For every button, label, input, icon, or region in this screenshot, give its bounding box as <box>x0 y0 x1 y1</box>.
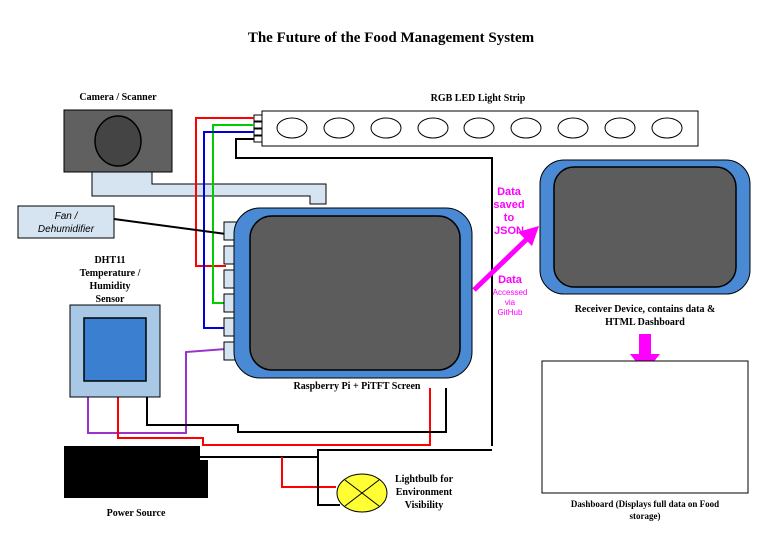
dashboard-arrow-shaft <box>639 334 651 354</box>
led-strip-leds <box>276 117 683 139</box>
wire-black-power <box>200 449 492 458</box>
accessed-line2: Accessed <box>493 288 528 297</box>
fan-box <box>17 205 115 239</box>
wire-black-sensor <box>146 388 447 433</box>
led-7-icon <box>557 117 589 139</box>
pi-screen <box>249 215 461 371</box>
dht-label-line3: Humidity <box>89 281 130 292</box>
bulb-label-line2: Environment <box>396 487 453 498</box>
wire-fan <box>113 218 227 235</box>
dht-label-line2: Temperature / <box>80 268 141 279</box>
receiver-label-line1: Receiver Device, contains data & <box>575 304 716 315</box>
data-arrow-icon <box>518 226 539 246</box>
led-strip-label: RGB LED Light Strip <box>431 93 526 104</box>
led-9-icon <box>651 117 683 139</box>
camera-lens-icon <box>94 115 142 167</box>
wire-green-led <box>212 124 254 304</box>
saved-line4: JSON <box>494 225 524 237</box>
dashboard-label-line2: storage) <box>630 511 661 521</box>
dashboard-box <box>541 360 749 494</box>
bulb-label-line3: Visibility <box>405 500 444 511</box>
dht-label-line1: DHT11 <box>94 255 125 266</box>
receiver-screen <box>553 166 737 288</box>
accessed-line1: Data <box>498 274 523 286</box>
wire-black-led <box>235 138 493 446</box>
led-6-icon <box>510 117 542 139</box>
saved-line2: saved <box>493 199 524 211</box>
power-source <box>64 446 208 498</box>
led-5-icon <box>463 117 495 139</box>
data-arrow-shaft <box>472 236 530 292</box>
led-2-icon <box>323 117 355 139</box>
wire-red-led <box>195 117 254 267</box>
camera-label: Camera / Scanner <box>79 92 157 103</box>
wire-purple-sensor <box>87 348 227 434</box>
mounting-bracket <box>91 171 327 205</box>
fan-label-line2: Dehumidifier <box>38 224 95 235</box>
fan-label-line1: Fan / <box>55 211 79 222</box>
power-label: Power Source <box>107 508 166 519</box>
dht-label-line4: Sensor <box>96 294 125 305</box>
wire-blue-led <box>203 131 254 329</box>
saved-line1: Data <box>497 186 522 198</box>
lightbulb-cross-b <box>344 479 380 507</box>
led-strip-pins <box>253 114 263 143</box>
led-4-icon <box>417 117 449 139</box>
dht-sensor-face <box>83 317 147 382</box>
pi-label: Raspberry Pi + PiTFT Screen <box>294 381 421 392</box>
dashboard-label-line1: Dashboard (Displays full data on Food <box>571 499 719 509</box>
wire-black-bulb <box>317 457 340 506</box>
led-8-icon <box>604 117 636 139</box>
wiring <box>87 117 493 506</box>
wire-red-sensor <box>117 388 431 446</box>
wire-red-bulb <box>281 457 336 488</box>
accessed-line4: GitHub <box>498 308 523 317</box>
led-1-icon <box>276 117 308 139</box>
saved-line3: to <box>504 212 515 224</box>
diagram-title: The Future of the Food Management System <box>248 30 535 46</box>
led-3-icon <box>370 117 402 139</box>
accessed-line3: via <box>505 298 516 307</box>
bulb-label-line1: Lightbulb for <box>395 474 454 485</box>
receiver-label-line2: HTML Dashboard <box>605 317 685 328</box>
